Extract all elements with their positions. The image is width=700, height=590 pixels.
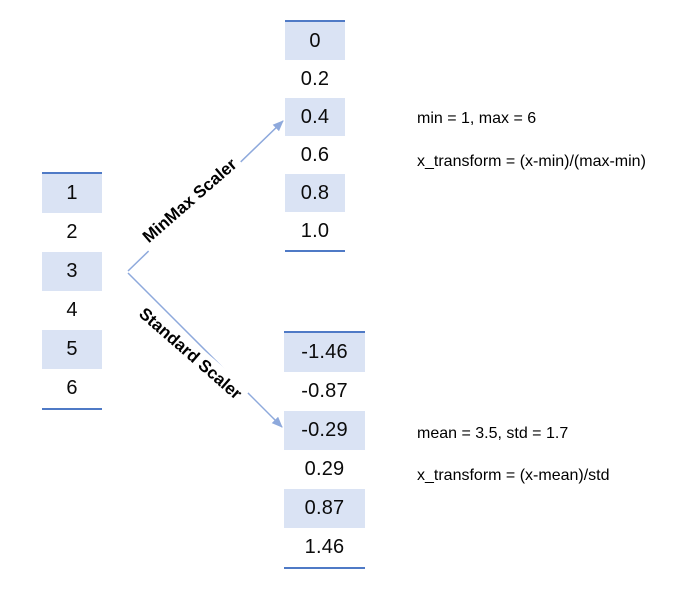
input-cell-1: 1: [42, 174, 102, 213]
minmax-column-bottom-rule: [285, 250, 345, 252]
input-cell-5: 5: [42, 330, 102, 369]
minmax-stats-note: min = 1, max = 6: [417, 110, 537, 127]
minmax-cell-1: 0: [285, 22, 345, 60]
standard-stats-note: mean = 3.5, std = 1.7: [417, 425, 569, 442]
standard-arrow: [127, 272, 283, 428]
standard-column-bottom-rule: [284, 567, 365, 569]
standard-column-top-rule: [284, 331, 365, 333]
standard-cell-1: -1.46: [284, 333, 365, 372]
input-column: 1 2 3 4 5 6: [42, 172, 102, 410]
minmax-column-top-rule: [285, 20, 345, 22]
standard-cell-6: 1.46: [304, 536, 345, 558]
standard-cell-4: 0.29: [304, 458, 345, 480]
standard-cell-5: 0.87: [284, 489, 365, 528]
standard-formula-note: x_transform = (x-mean)/std: [417, 467, 610, 484]
minmax-cell-4: 0.6: [300, 143, 330, 166]
minmax-cell-6: 1.0: [300, 219, 330, 242]
input-cell-6: 6: [66, 377, 78, 399]
input-cell-2: 2: [66, 221, 78, 243]
input-cell-4: 4: [66, 299, 78, 321]
minmax-output-column: 0 0.2 0.4 0.6 0.8 1.0: [285, 20, 345, 252]
standard-cell-2: -0.87: [301, 380, 348, 402]
minmax-cell-2: 0.2: [300, 67, 330, 90]
input-column-bottom-rule: [42, 408, 102, 410]
input-cell-3: 3: [42, 252, 102, 291]
standard-output-column: -1.46 -0.87 -0.29 0.29 0.87 1.46: [284, 331, 365, 569]
minmax-cell-5: 0.8: [285, 174, 345, 212]
minmax-cell-3: 0.4: [285, 98, 345, 136]
standard-cell-3: -0.29: [284, 411, 365, 450]
minmax-formula-note: x_transform = (x-min)/(max-min): [417, 153, 646, 170]
input-column-top-rule: [42, 172, 102, 174]
